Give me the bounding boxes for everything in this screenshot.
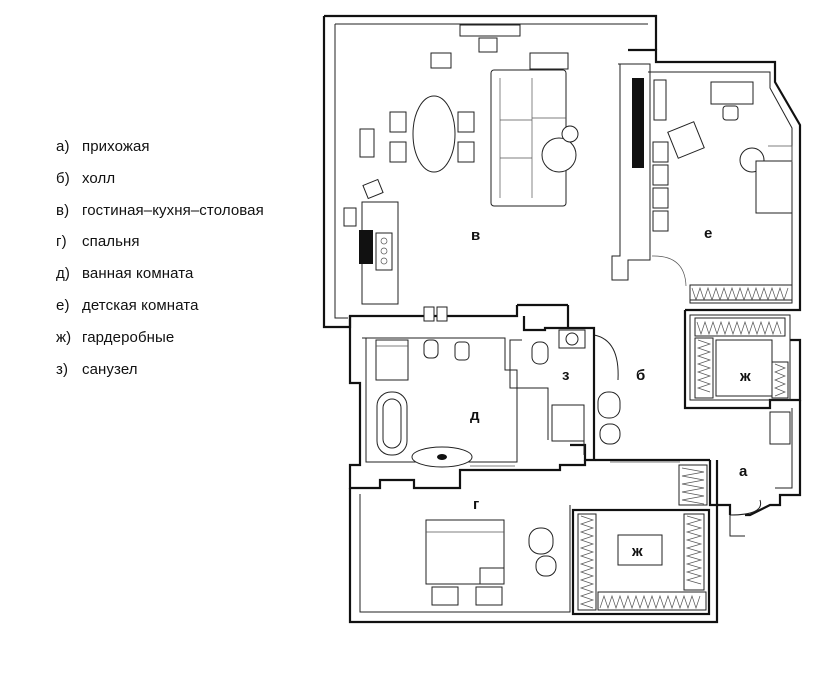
legend-item-a: а) прихожая bbox=[56, 131, 264, 163]
legend-key: е) bbox=[56, 296, 70, 314]
legend-item-g: г) спальня bbox=[56, 226, 264, 258]
legend-key: а) bbox=[56, 138, 70, 155]
legend-item-v: в) гостиная–кухня–столовая bbox=[56, 195, 264, 227]
legend-item-e: е) детская комната bbox=[56, 290, 264, 322]
room-label-v: в bbox=[471, 227, 480, 244]
room-label-d: д bbox=[470, 407, 480, 424]
legend-text: санузел bbox=[82, 360, 138, 378]
upper-wardrobe bbox=[683, 310, 802, 410]
legend-text: детская комната bbox=[82, 296, 199, 314]
hall bbox=[517, 303, 710, 463]
legend-text: гостиная–кухня–столовая bbox=[82, 201, 264, 219]
legend-key: д) bbox=[56, 265, 70, 283]
legend-key: в) bbox=[56, 201, 70, 219]
room-label-g: г bbox=[473, 496, 479, 513]
legend-key: ж) bbox=[56, 328, 72, 346]
wc-room bbox=[509, 316, 596, 462]
legend: а) прихожая б) холл в) гостиная–кухня–столо… bbox=[56, 131, 264, 385]
room-label-b: б bbox=[636, 367, 645, 384]
room-label-e: е bbox=[704, 225, 712, 242]
legend-item-zh: ж) гардеробные bbox=[56, 322, 264, 354]
legend-text: спальня bbox=[82, 233, 140, 251]
legend-item-d: д) ванная комната bbox=[56, 258, 264, 290]
legend-item-z: з) санузел bbox=[56, 354, 264, 386]
bedroom bbox=[348, 460, 719, 624]
legend-key: б) bbox=[56, 169, 70, 187]
room-label-z: з bbox=[562, 367, 569, 384]
living-room bbox=[322, 14, 658, 329]
legend-text: гардеробные bbox=[82, 328, 175, 346]
lower-wardrobe bbox=[571, 464, 711, 616]
room-label-a: а bbox=[739, 463, 748, 480]
legend-key: з) bbox=[56, 360, 69, 378]
room-label-zh-lower: ж bbox=[631, 543, 643, 560]
legend-text: холл bbox=[82, 169, 116, 187]
legend-item-b: б) холл bbox=[56, 163, 264, 195]
bathroom bbox=[348, 316, 587, 490]
room-labels: в е ж з б д а г ж bbox=[470, 225, 751, 560]
legend-text: прихожая bbox=[82, 138, 150, 155]
entrance bbox=[708, 400, 802, 537]
legend-text: ванная комната bbox=[82, 265, 194, 283]
legend-key: г) bbox=[56, 233, 67, 251]
room-label-zh-upper: ж bbox=[739, 368, 751, 385]
child-room bbox=[611, 48, 802, 312]
